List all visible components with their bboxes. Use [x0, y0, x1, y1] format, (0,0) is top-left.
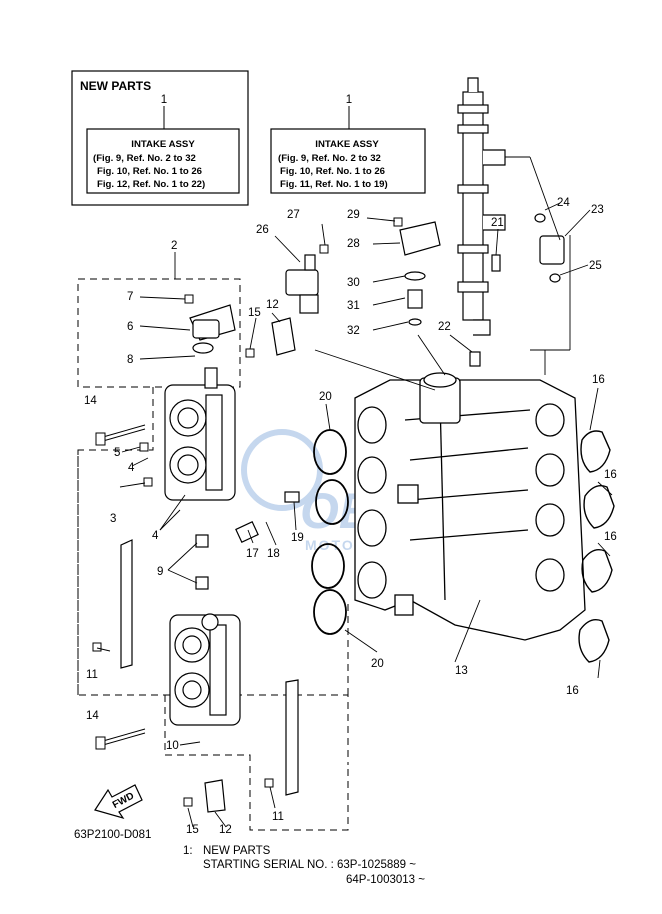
fuel-rail: [457, 77, 506, 336]
callout-17: 17: [246, 548, 259, 560]
callout-4a: 4: [128, 462, 135, 474]
callout-13: 13: [455, 665, 468, 677]
intake-assy-right-line-2: Fig. 10, Ref. No. 1 to 26: [280, 166, 385, 177]
callout-numbers: 2 3 4 4 5 6 7 8 9 10 11 11 12 12 13 14 1…: [84, 197, 617, 836]
o-rings: [311, 429, 349, 635]
callout-21: 21: [491, 217, 504, 229]
intake-assy-box-right: 1 INTAKE ASSY (Fig. 9, Ref. No. 2 to 32 …: [270, 94, 426, 194]
intake-assy-right-line-1: (Fig. 9, Ref. No. 2 to 32: [278, 153, 381, 164]
footnote: 1: NEW PARTS STARTING SERIAL NO. : 63P-1…: [183, 845, 425, 886]
callout-8: 8: [127, 354, 133, 366]
callout-20a: 20: [319, 391, 332, 403]
diagram-code: 63P2100-D081: [74, 829, 151, 841]
callout-7: 7: [127, 291, 133, 303]
intake-assy-left-line-2: Fig. 10, Ref. No. 1 to 26: [97, 166, 202, 177]
new-parts-title: NEW PARTS: [80, 79, 151, 93]
footnote-title: NEW PARTS: [203, 845, 271, 857]
callout-30: 30: [347, 277, 360, 289]
callout-23: 23: [591, 204, 604, 216]
callout-29: 29: [347, 209, 360, 221]
callout-11a: 11: [86, 669, 98, 681]
callout-14b: 14: [86, 710, 99, 722]
callout-20b: 20: [371, 658, 384, 670]
footnote-ref: 1:: [183, 845, 193, 857]
callout-4b: 4: [152, 530, 159, 542]
callout-24: 24: [557, 197, 570, 209]
callout-15b: 15: [186, 824, 199, 836]
group-outlines: [77, 278, 349, 831]
callout-16a: 16: [592, 374, 605, 386]
callout-22: 22: [438, 321, 451, 333]
callout-11b: 11: [272, 811, 284, 823]
callout-16d: 16: [566, 685, 579, 697]
footnote-serial-1: STARTING SERIAL NO. : 63P-1025889 ~: [203, 859, 416, 871]
callout-25: 25: [589, 260, 602, 272]
throttle-body-upper: [164, 367, 236, 501]
callout-5: 5: [114, 447, 120, 459]
callout-31: 31: [347, 300, 360, 312]
callout-2: 2: [171, 240, 177, 252]
callout-19: 19: [291, 532, 304, 544]
callout-16b: 16: [604, 469, 617, 481]
intake-assy-right-line-3: Fig. 11, Ref. No. 1 to 19): [280, 179, 388, 190]
intake-assy-left-line-1: (Fig. 9, Ref. No. 2 to 32: [93, 153, 196, 164]
callout-10: 10: [166, 740, 179, 752]
callout-14a: 14: [84, 395, 97, 407]
small-parts: [192, 213, 565, 590]
footnote-serial-2: 64P-1003013 ~: [346, 874, 425, 886]
leader-lines: [96, 156, 613, 828]
gaskets: [578, 430, 615, 663]
bolts: [92, 217, 403, 807]
intake-assy-label-right: INTAKE ASSY: [315, 139, 379, 150]
callout-27: 27: [287, 209, 300, 221]
callout-12b: 12: [219, 824, 232, 836]
intake-manifold: [354, 372, 586, 641]
callout-12a: 12: [266, 299, 279, 311]
new-parts-box: NEW PARTS 1 INTAKE ASSY (Fig. 9, Ref. No…: [71, 70, 249, 206]
new-parts-right-ref: 1: [346, 94, 352, 106]
callout-9: 9: [157, 566, 163, 578]
callout-32: 32: [347, 325, 360, 337]
intake-assy-left-line-3: Fig. 12, Ref. No. 1 to 22): [97, 179, 205, 190]
callout-15a: 15: [248, 307, 261, 319]
callout-16c: 16: [604, 531, 617, 543]
callout-6: 6: [127, 321, 133, 333]
throttle-body-lower: [169, 613, 241, 726]
callout-3: 3: [110, 513, 116, 525]
callout-26: 26: [256, 224, 269, 236]
intake-assy-label-left: INTAKE ASSY: [131, 139, 195, 150]
callout-28: 28: [347, 238, 360, 250]
callout-18: 18: [267, 548, 280, 560]
new-parts-left-ref: 1: [161, 94, 167, 106]
fwd-arrow: FWD: [94, 784, 143, 820]
